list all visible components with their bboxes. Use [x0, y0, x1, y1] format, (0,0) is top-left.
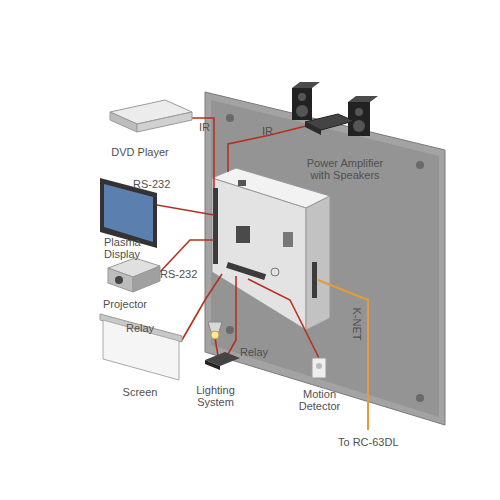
signal-label: RS-232	[160, 268, 197, 280]
speaker	[292, 88, 312, 120]
dvd-side	[137, 112, 192, 132]
lamp-wire	[215, 338, 218, 356]
speaker-cone	[355, 108, 363, 116]
relay-wire	[182, 274, 222, 340]
port	[238, 180, 246, 186]
device-label-box: Projector	[95, 298, 155, 310]
speaker-top	[348, 96, 378, 102]
signal-label: Relay	[126, 322, 154, 334]
controller-front	[212, 178, 306, 330]
ground-symbol	[271, 268, 279, 276]
device-label: Power Amplifier with Speakers	[300, 157, 390, 181]
device-label-box: Motion Detector	[292, 388, 347, 412]
signal-label: Relay	[240, 346, 268, 358]
speaker-cone	[298, 93, 306, 101]
speaker	[348, 102, 370, 136]
wall-plate-face	[211, 100, 439, 417]
device-label: Motion Detector	[292, 388, 347, 412]
amplifier-front	[305, 122, 321, 135]
projector-front	[108, 268, 133, 292]
projector-side	[133, 266, 160, 292]
controller-side	[306, 196, 330, 330]
destination-label: To RC-63DL	[338, 436, 399, 448]
device-label: Screen	[110, 386, 170, 398]
speaker-cone	[296, 105, 308, 117]
terminal-strip	[226, 262, 266, 280]
device-label-box: Power Amplifier with Speakers	[300, 157, 390, 181]
device-label: Lighting System	[188, 384, 243, 408]
speaker-cone	[353, 120, 365, 132]
screw	[416, 394, 424, 402]
device-label: DVD Player	[100, 146, 180, 158]
signal-label: IR	[199, 121, 210, 133]
device-label-box: DVD Player	[100, 146, 180, 158]
device-label: Plasma Display	[104, 236, 154, 260]
terminal-strip	[312, 262, 317, 298]
port	[283, 232, 293, 247]
ir-wire	[228, 126, 306, 172]
screw	[226, 114, 234, 122]
rs232-wire	[157, 205, 214, 215]
screw	[226, 326, 234, 334]
signal-label: IR	[262, 125, 273, 137]
detector-lens	[316, 363, 322, 369]
dvd-front	[110, 112, 137, 132]
motion-detector	[312, 358, 326, 378]
relay-wire	[228, 276, 236, 354]
device-label-box: Plasma Display	[104, 236, 154, 260]
dimmer-front	[205, 360, 220, 370]
screw	[416, 161, 424, 169]
lamp-bulb	[211, 331, 219, 339]
cable-label: K-NET	[351, 308, 363, 341]
device-label-box: Screen	[110, 386, 170, 398]
signal-label: RS-232	[133, 178, 170, 190]
screen-surface	[103, 320, 179, 380]
projector-lens	[115, 276, 123, 284]
display-screen	[104, 184, 153, 242]
ir-wire	[190, 118, 214, 188]
rs232-wire	[160, 240, 214, 272]
wall-plate	[205, 92, 445, 425]
terminal-strip	[213, 188, 218, 264]
speaker-top	[292, 82, 320, 88]
device-label-box: Lighting System	[188, 384, 243, 408]
port	[236, 226, 250, 243]
device-label: Projector	[95, 298, 155, 310]
